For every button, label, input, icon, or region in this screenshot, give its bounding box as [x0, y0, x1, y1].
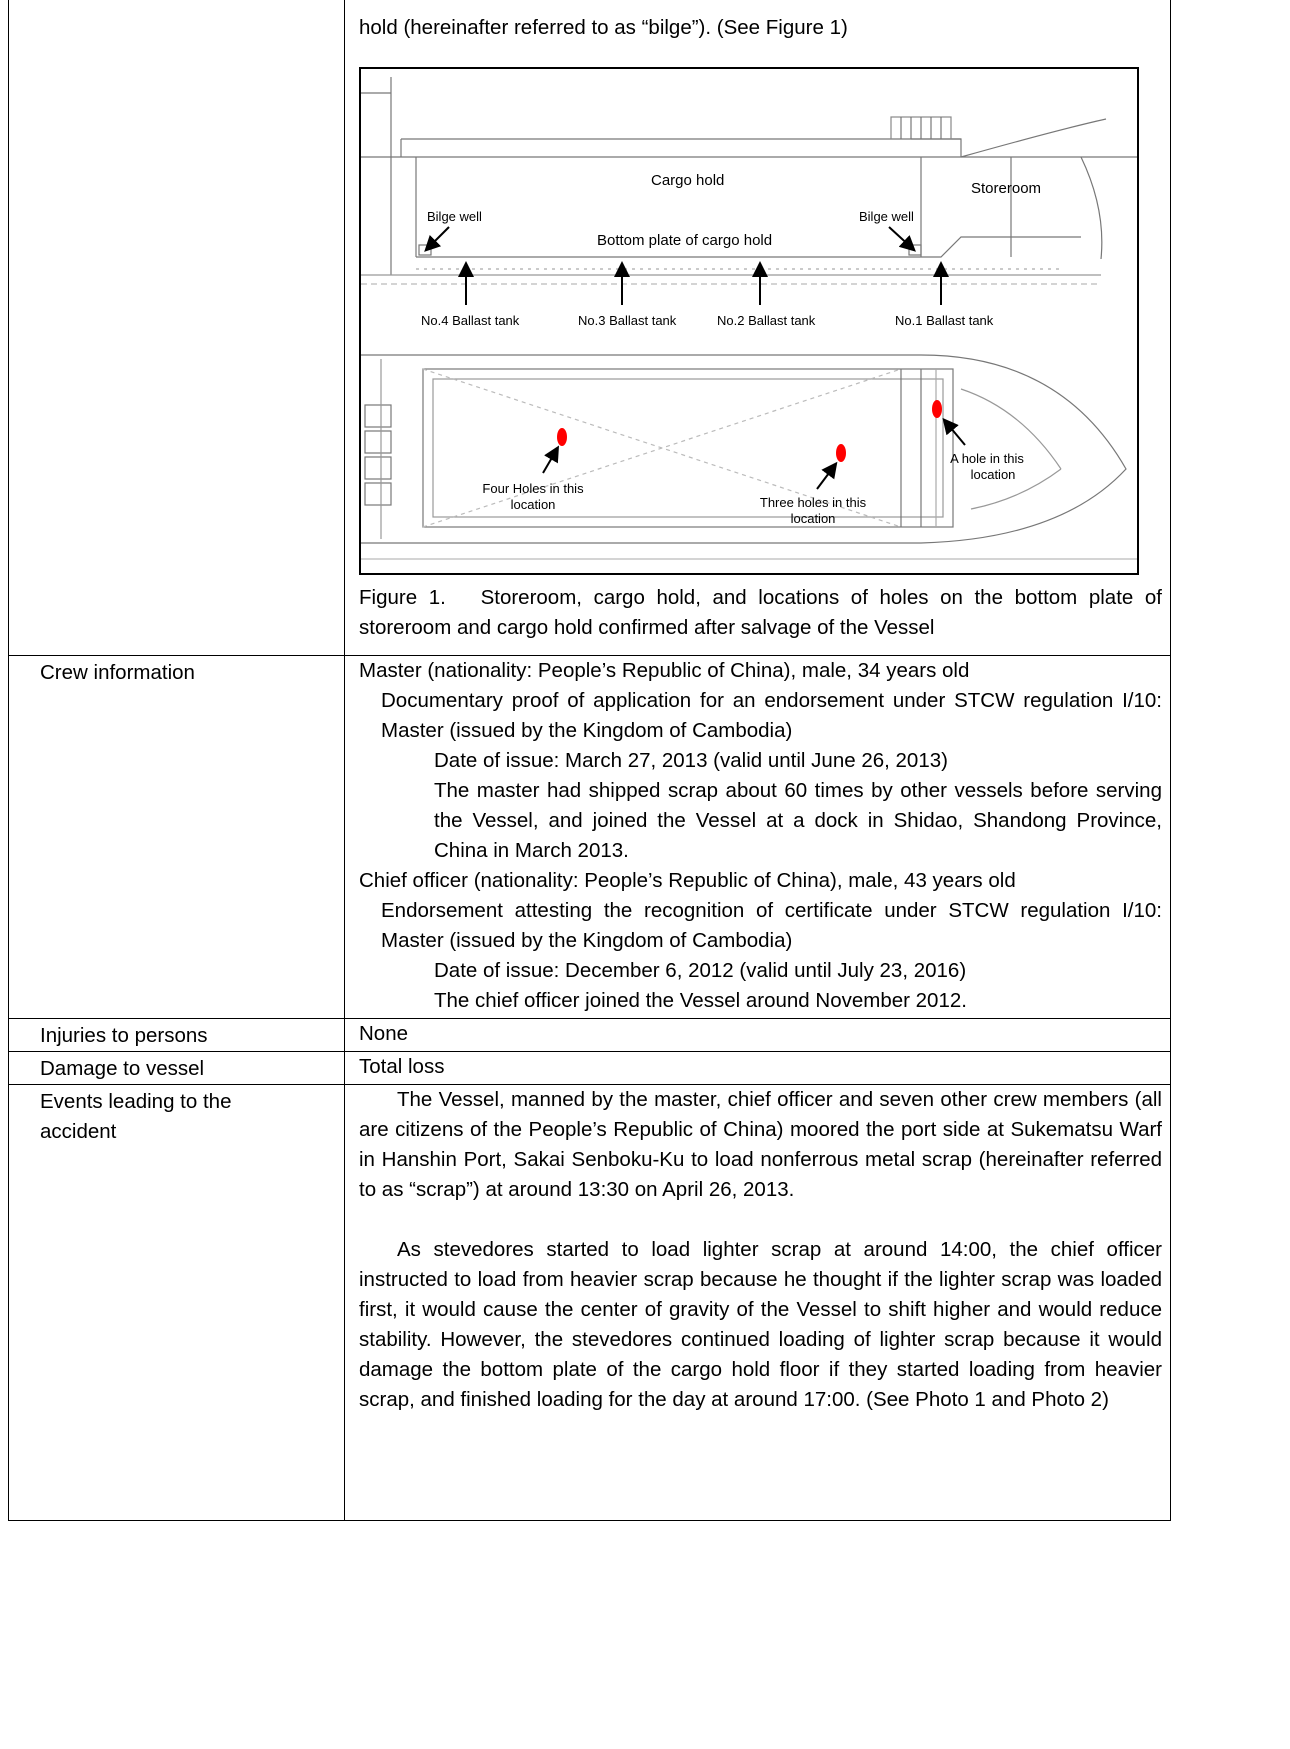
- damage-value: Total loss: [344, 1051, 1171, 1085]
- hole-marker-three: [836, 444, 846, 462]
- damage-row: Damage to vessel Total loss: [8, 1051, 1171, 1085]
- events-label-line-1: Events leading to the: [40, 1090, 232, 1113]
- ship-drawing: Cargo hold Storeroom Bilge well Bilge we…: [361, 77, 1137, 560]
- figure-row-value-cell: hold (hereinafter referred to as “bilge”…: [344, 0, 1171, 656]
- figure-row: hold (hereinafter referred to as “bilge”…: [8, 0, 1171, 656]
- three-holes-label-2: location: [791, 511, 836, 526]
- hole-marker-four: [557, 428, 567, 446]
- damage-label: Damage to vessel: [8, 1051, 345, 1085]
- figure-lead-text: hold (hereinafter referred to as “bilge”…: [359, 16, 848, 39]
- one-hole-label-2: location: [971, 467, 1016, 482]
- events-paragraph-2: As stevedores started to load lighter sc…: [359, 1238, 1162, 1411]
- injuries-value: None: [344, 1018, 1171, 1052]
- cargo-hold-label: Cargo hold: [651, 172, 724, 189]
- events-value: The Vessel, manned by the master, chief …: [344, 1084, 1171, 1521]
- chief-officer-date: Date of issue: December 6, 2012 (valid u…: [434, 959, 967, 982]
- master-document: Documentary proof of application for an …: [381, 689, 1162, 742]
- bottom-plate-label: Bottom plate of cargo hold: [597, 232, 772, 249]
- events-row: Events leading to the accident The Vesse…: [8, 1084, 1171, 1521]
- events-paragraph-1: The Vessel, manned by the master, chief …: [359, 1088, 1162, 1201]
- bilge-well-left-arrow: [424, 226, 450, 252]
- four-holes-label-1: Four Holes in this: [482, 481, 584, 496]
- bilge-well-right-label: Bilge well: [859, 209, 914, 224]
- one-hole-label-1: A hole in this: [950, 451, 1024, 466]
- one-hole-arrow: [942, 417, 966, 446]
- chief-officer-line: Chief officer (nationality: People’s Rep…: [359, 869, 1016, 892]
- figure-row-label-cell: [8, 0, 345, 656]
- master-note: The master had shipped scrap about 60 ti…: [434, 779, 1162, 862]
- four-holes-label-2: location: [511, 497, 556, 512]
- crew-information-row: Crew information Master (nationality: Pe…: [8, 655, 1171, 1019]
- bilge-well-left-label: Bilge well: [427, 209, 482, 224]
- hole-marker-one: [932, 400, 942, 418]
- injuries-label: Injuries to persons: [8, 1018, 345, 1052]
- crew-information-value: Master (nationality: People’s Republic o…: [344, 655, 1171, 1019]
- tank3-label: No.3 Ballast tank: [578, 313, 677, 328]
- accident-report-table: hold (hereinafter referred to as “bilge”…: [8, 0, 1171, 1521]
- bilge-well-right-arrow: [888, 226, 916, 252]
- figure-1: Cargo hold Storeroom Bilge well Bilge we…: [359, 67, 1139, 575]
- events-label-line-2: accident: [40, 1120, 117, 1143]
- four-holes-arrow: [542, 445, 560, 474]
- storeroom-label: Storeroom: [971, 180, 1041, 197]
- figure-caption: Figure 1. Storeroom, cargo hold, and loc…: [359, 586, 1162, 639]
- events-label: Events leading to the accident: [8, 1084, 345, 1521]
- three-holes-label-1: Three holes in this: [760, 495, 867, 510]
- chief-officer-document: Endorsement attesting the recognition of…: [381, 899, 1162, 952]
- tank1-label: No.1 Ballast tank: [895, 313, 994, 328]
- master-date: Date of issue: March 27, 2013 (valid unt…: [434, 749, 948, 772]
- tank4-label: No.4 Ballast tank: [421, 313, 520, 328]
- ship-plan-view: [361, 354, 1137, 560]
- injuries-row: Injuries to persons None: [8, 1018, 1171, 1052]
- crew-information-label: Crew information: [8, 655, 345, 1019]
- ship-profile-view: [361, 77, 1137, 285]
- three-holes-arrow: [816, 461, 838, 490]
- master-line: Master (nationality: People’s Republic o…: [359, 659, 970, 682]
- chief-officer-note: The chief officer joined the Vessel arou…: [434, 989, 967, 1012]
- tank2-label: No.2 Ballast tank: [717, 313, 816, 328]
